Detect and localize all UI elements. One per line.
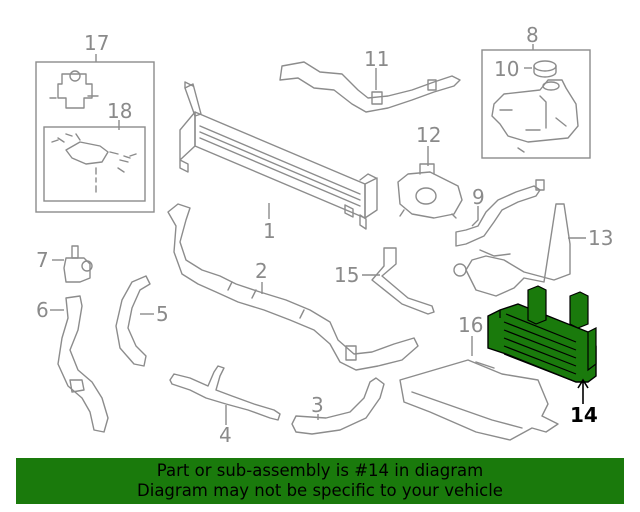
part-3-hose[interactable]: [291, 377, 385, 435]
banner-line-2: Diagram may not be specific to your vehi…: [137, 481, 503, 500]
banner-line-1: Part or sub-assembly is #14 in diagram: [156, 461, 484, 480]
callout-9: 9: [472, 185, 485, 209]
leader-lines: [50, 44, 589, 425]
part-17-assembly[interactable]: [35, 61, 155, 213]
callout-17: 17: [84, 31, 109, 55]
part-6-hose[interactable]: [57, 295, 109, 433]
part-2-hose[interactable]: [167, 203, 419, 371]
part-13-bracket[interactable]: [453, 203, 571, 297]
callout-5: 5: [156, 302, 169, 326]
info-banner: Part or sub-assembly is #14 in diagram D…: [16, 458, 624, 504]
part-7-fitting[interactable]: [63, 245, 93, 283]
parts-diagram: 17 18 8 10 11 12 9 13 1 15 2 7 6 5 16 3 …: [35, 23, 613, 447]
part-8-reservoir[interactable]: [481, 49, 591, 159]
callout-3: 3: [311, 393, 324, 417]
part-12-pump[interactable]: [397, 163, 463, 219]
callout-16: 16: [458, 313, 483, 337]
callout-13: 13: [588, 226, 613, 250]
part-5-hose[interactable]: [115, 275, 151, 367]
callout-2: 2: [255, 259, 268, 283]
callout-15: 15: [334, 263, 359, 287]
part-14-cooler[interactable]: [487, 285, 597, 383]
callout-8: 8: [526, 23, 539, 47]
part-10-cap[interactable]: [533, 60, 557, 78]
callout-10: 10: [494, 57, 519, 81]
part-15-pipe[interactable]: [371, 247, 435, 315]
callout-18: 18: [107, 99, 132, 123]
part-16-undercover[interactable]: [399, 359, 559, 441]
callout-7: 7: [36, 248, 49, 272]
callout-4: 4: [219, 423, 232, 447]
callout-1: 1: [263, 219, 276, 243]
callout-labels: 17 18 8 10 11 12 9 13 1 15 2 7 6 5 16 3 …: [36, 23, 613, 447]
callout-14: 14: [570, 403, 598, 427]
part-9-hose[interactable]: [455, 179, 545, 247]
part-1-radiator[interactable]: [179, 81, 378, 230]
part-11-pipe[interactable]: [279, 61, 461, 113]
part-4-pipe[interactable]: [169, 365, 281, 421]
part-18-assembly[interactable]: [51, 133, 137, 157]
callout-6: 6: [36, 298, 49, 322]
callout-12: 12: [416, 123, 441, 147]
callout-11: 11: [364, 47, 389, 71]
